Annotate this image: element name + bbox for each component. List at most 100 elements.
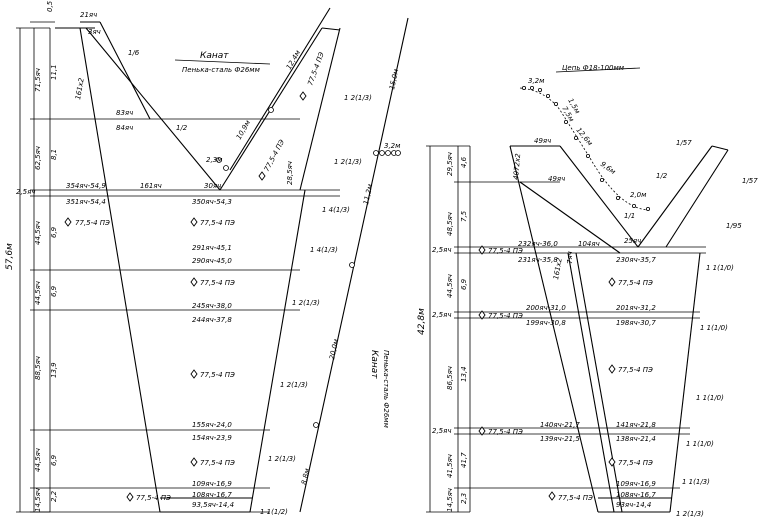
right-r-2: 1/2 [656,172,668,180]
right-r-9: 1 1(1/3) [682,478,710,486]
left-s-14: 109яч-16,9 [192,480,232,488]
right-l-0: 49яч [534,137,551,145]
left-p-4: 77,5-4 ПЭ [200,459,235,467]
right-l-15: 109яч-16,9 [616,480,656,488]
left-rope-material: Пенька-сталь Ф26мм [182,66,261,74]
right-l-1: 49яч [548,175,565,183]
left-r-6: 1 2(1/3) [268,455,296,463]
right-ratios: 1/57 1/57 1/2 1/1 1/95 1 1(1/0) 1 1(1/0)… [624,139,758,518]
right-m-1: 7,5 [460,210,468,222]
left-top-label: 21яч [80,11,97,19]
left-section-meters: 11,1 8,1 6,9 6,9 13,9 6,9 2,2 [50,64,58,502]
left-h-1: 71,5яч [34,68,42,92]
right-h-1: 48,5яч [446,212,454,236]
right-l-5: 104яч [578,240,600,248]
right-net-outline [509,145,729,513]
right-p-5: 77,5-4 ПЭ [618,459,653,467]
left-r-1: 1 2(1/3) [334,158,362,166]
left-w-0: 12,4м [285,48,303,71]
left-h-7: 44,5яч [34,448,42,472]
right-chain-label: Цепь Ф18-100мм [562,64,625,72]
left-w-2: 2,3м [206,156,223,164]
left-h-2: 62,5яч [34,146,42,170]
left-panel-labels: 77,5-4 ПЭ 77,5-4 ПЭ 77,5-4 ПЭ 77,5-4 ПЭ … [64,217,235,502]
left-h-3: 2,5яч [16,188,35,196]
left-m-2: 6,9 [50,226,58,238]
right-l-3: 232яч-36,0 [518,240,558,248]
left-s-16: 93,5яч-14,4 [192,501,234,509]
left-h-6: 88,5яч [34,356,42,380]
left-w-4: 77,5-4 ПЭ [263,138,287,173]
left-p-5: 77,5-4 ПЭ [136,494,171,502]
right-l-7: 200яч-31,0 [526,304,566,312]
right-m-0: 4,6 [460,156,468,168]
right-h-8: 14,5яч [446,488,454,512]
right-l-19: 9,6м [599,160,618,176]
left-top-small: 3яч [88,28,101,36]
left-m-3: 6,9 [50,285,58,297]
right-p-2: 77,5-4 ПЭ [488,428,523,436]
left-section-heights: 0,5 71,5яч 62,5яч 2,5яч 44,5яч 44,5яч 88… [16,0,54,512]
right-total-height: 42,8м [417,308,427,335]
left-r-2: 1 4(1/3) [322,206,350,214]
left-w-7: 3,2м [384,142,401,150]
right-l-18: 25яч [624,237,641,245]
right-m-5: 2,3 [460,493,468,504]
left-m-5: 6,9 [50,454,58,466]
right-r-4: 1/95 [726,222,742,230]
left-m-6: 2,2 [50,490,58,502]
right-section-meters: 4,6 7,5 6,9 13,4 41,7 2,3 [460,156,468,504]
left-w-3: 77,5-4 ПЭ [306,51,326,87]
right-l-2: 4072х2 [512,153,522,181]
left-s-12: 155яч-24,0 [192,421,232,429]
left-side-labels: 161х2 83яч 84яч 354яч-54,9 161яч 30яч 35… [66,77,234,509]
left-s-13: 154яч-23,9 [192,434,232,442]
left-h-4: 44,5яч [34,221,42,245]
right-l-6: 230яч-35,7 [616,256,656,264]
right-l-8: 199яч-30,8 [526,319,566,327]
left-m-0: 11,1 [50,64,58,80]
right-m-4: 41,7 [460,452,468,468]
right-l-16: 108яч-16,7 [616,491,656,499]
left-ratio-mid: 1/2 [176,124,188,132]
left-h-5: 44,5яч [34,281,42,305]
left-r-4: 1 2(1/3) [292,299,320,307]
right-l-12: 139яч-21,5 [540,435,580,443]
left-w-8: 11,2м [362,183,374,206]
left-s-6: 351яч-54,4 [66,198,106,206]
right-m-3: 13,4 [460,366,468,382]
right-l-25: 161х2 [552,257,564,281]
left-rope2-label: Канат [369,350,379,379]
left-w-5: 28,5яч [286,161,294,185]
left-rope-label: Канат [200,51,229,61]
left-w-9: 20,0м [328,338,340,361]
left-s-5: 30яч [204,182,221,190]
right-r-0: 1/57 [676,139,692,147]
right-h-0: 29,5яч [446,152,454,176]
left-ratio-top: 1/6 [128,49,140,57]
left-p-0: 77,5-4 ПЭ [75,219,110,227]
left-w-6: 15,0м [388,68,400,91]
left-s-7: 350яч-54,3 [192,198,232,206]
right-r-1: 1/57 [742,177,758,185]
right-section-ticks [454,146,706,512]
left-r-7: 1 1(1/2) [260,508,288,516]
left-s-0: 161х2 [74,77,86,101]
right-r-6: 1 1(1/0) [700,324,728,332]
left-s-2: 84яч [116,124,133,132]
left-s-3: 354яч-54,9 [66,182,106,190]
left-p-2: 77,5-4 ПЭ [200,279,235,287]
right-p-3: 77,5-4 ПЭ [618,279,653,287]
right-l-20: 2,0м [630,191,647,199]
right-chain-length: 3,2м [528,77,545,85]
left-s-4: 161яч [140,182,162,190]
right-p-1: 77,5-4 ПЭ [488,312,523,320]
left-right-ratios: 1 2(1/3) 1 2(1/3) 1 4(1/3) 1 4(1/3) 1 2(… [260,94,372,516]
right-l-17: 93яч-14,4 [616,501,651,509]
right-panel-labels: 77,5-4 ПЭ 77,5-4 ПЭ 77,5-4 ПЭ 77,5-4 ПЭ … [478,245,653,502]
left-w-10: 8,8м [300,467,311,485]
left-m-1: 8,1 [50,149,58,160]
right-labels: 49яч 49яч 4072х2 232яч-36,0 231яч-35,8 1… [512,97,656,509]
left-wing-labels: 12,4м 10,9м 2,3м 77,5-4 ПЭ 77,5-4 ПЭ 28,… [206,48,401,485]
